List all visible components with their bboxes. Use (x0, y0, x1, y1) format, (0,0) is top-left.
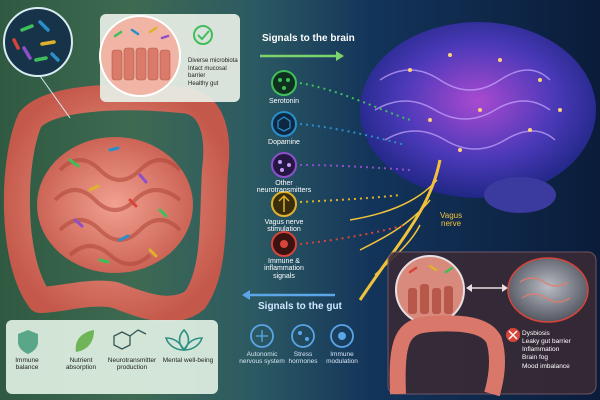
neuron-icon (250, 324, 274, 348)
hormone-icon (291, 324, 315, 348)
serotonin-icon (271, 70, 297, 96)
vagus-nerve-label: Vagus nerve (440, 211, 463, 229)
microbes (68, 146, 168, 264)
healthy-gut-item: Healthy gut (188, 80, 219, 87)
benefit-immune-balance: Immune balance (15, 357, 39, 371)
large-intestine (3, 84, 230, 322)
arrow-to-gut (242, 290, 335, 300)
x-icon (506, 328, 520, 342)
gut-signal-autonomic: Autonomic nervous system (239, 351, 285, 365)
leaf-icon (75, 330, 94, 352)
bidirectional-arrow-icon (466, 284, 508, 292)
signal-label-other-neurotransmitters: Other neurotransmitters (256, 180, 312, 195)
immune-signal-icon (271, 231, 297, 257)
shield-icon (18, 330, 38, 354)
dysbiosis-item: Inflammation (522, 346, 560, 354)
signals-to-gut-label: Signals to the gut (258, 301, 342, 312)
gut-signal-stress-hormones: Stress hormones (288, 351, 318, 365)
healthy-gut-item: Intact mucosal barrier (188, 65, 227, 80)
vagus-stimulation-icon (271, 191, 297, 217)
signals-to-brain-label: Signals to the brain (262, 33, 355, 44)
healthy-gut-list: Diverse microbiota Intact mucosal barrie… (188, 58, 243, 88)
signal-label-vagus-stimulation: Vagus nerve stimulation (264, 219, 304, 234)
arrow-to-brain (260, 51, 344, 61)
benefit-neurotransmitter-production: Neurotransmitter production (107, 357, 157, 371)
dopamine-icon (271, 111, 297, 137)
dysbiosis-item: Dysbiosis (522, 330, 550, 337)
dysbiosis-item: Mood imbalance (522, 362, 570, 370)
signal-label-dopamine: Dopamine (268, 139, 300, 146)
inflamed-intestine (389, 315, 506, 397)
gut-signal-immune-modulation: Immune modulation (326, 351, 358, 365)
signal-label-serotonin: Serotonin (269, 98, 299, 105)
dysbiosis-item: Brain fog (522, 354, 549, 362)
benefit-nutrient-absorption: Nutrient absorption (65, 357, 97, 371)
vagus-nerve (358, 159, 442, 301)
check-icon (193, 25, 213, 45)
signal-label-immune-inflammation: Immune & inflammation signals (264, 258, 304, 280)
lotus-icon (164, 328, 204, 352)
molecule-icon (113, 329, 147, 350)
small-intestine (37, 137, 193, 273)
benefits-panel (6, 320, 218, 394)
healthy-gut-item: Diverse microbiota (188, 58, 238, 64)
immune-cell-icon (330, 324, 354, 348)
dysbiosis-item: Leaky gut barrier (522, 338, 571, 346)
inflamed-brain (507, 257, 589, 323)
dysbiosis-list: Dysbiosis Leaky gut barrier Inflammation… (522, 330, 594, 371)
neurotransmitter-icon (271, 152, 297, 178)
benefit-mental-well-being: Mental well-being (162, 357, 214, 364)
